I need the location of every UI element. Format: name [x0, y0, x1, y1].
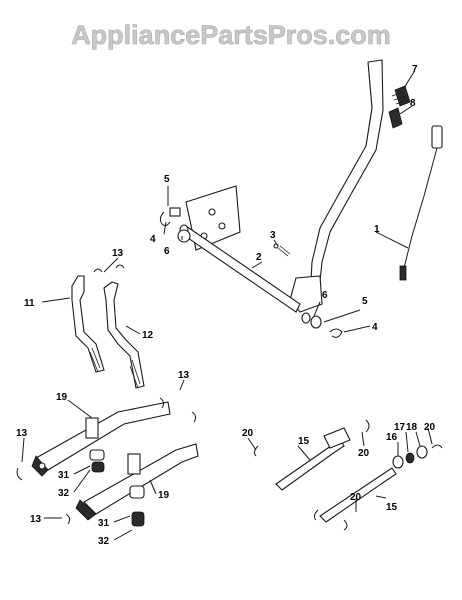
callout-31-upper: 31 [58, 470, 70, 481]
callout-19-lower: 19 [158, 490, 170, 501]
callout-15-upper: 15 [298, 436, 310, 447]
link-rod-lower-part-15 [313, 467, 397, 531]
watermark: AppliancePartsPros.com [71, 20, 391, 50]
callout-18: 18 [406, 422, 418, 433]
callout-3: 3 [270, 230, 276, 241]
callout-20-right: 20 [424, 422, 436, 433]
bushings-31-32 [89, 449, 145, 527]
callout-8: 8 [410, 98, 416, 109]
callout-17: 17 [394, 422, 406, 433]
callout-5-right: 5 [362, 296, 368, 307]
callout-4-right: 4 [372, 322, 378, 333]
lift-link-part-12 [103, 281, 145, 389]
spring-part-8 [388, 107, 403, 129]
callout-labels: 1 2 3 4 4 5 5 6 6 7 8 11 12 13 13 13 13 … [16, 64, 436, 547]
hardware-right [301, 312, 343, 338]
callout-12: 12 [142, 330, 154, 341]
callout-13-top: 13 [112, 248, 124, 259]
hardware-16-18 [392, 444, 443, 469]
leader-lines [21, 71, 433, 541]
link-rod-upper-part-15 [253, 419, 370, 491]
callout-1: 1 [374, 224, 380, 235]
adjustment-rod-part-1 [399, 125, 443, 281]
lift-handle [289, 59, 384, 313]
callout-20-mid: 20 [358, 448, 370, 459]
callout-6-right: 6 [322, 290, 328, 301]
hardware-left-top [159, 207, 191, 243]
callout-20-lower: 20 [350, 492, 362, 503]
callout-11: 11 [24, 298, 35, 309]
mounting-bracket [185, 185, 241, 251]
callout-6-left: 6 [164, 246, 170, 257]
spring-part-7 [391, 85, 411, 107]
callout-13-left: 13 [16, 428, 28, 439]
cotter-pins-lower [16, 397, 197, 525]
callout-13-bottom: 13 [30, 514, 42, 525]
callout-5-left: 5 [164, 174, 170, 185]
callout-7: 7 [412, 64, 418, 75]
callout-32-lower: 32 [98, 536, 110, 547]
callout-20-left: 20 [242, 428, 254, 439]
lift-arm-upper-part-19 [31, 401, 171, 477]
callout-31-lower: 31 [98, 518, 110, 529]
callout-32-upper: 32 [58, 488, 70, 499]
lift-shaft-part-2 [179, 224, 301, 313]
pin-part-3 [273, 243, 291, 257]
lift-link-part-11 [71, 275, 105, 373]
cotter-pins-top [93, 264, 125, 273]
callout-19-upper: 19 [56, 392, 68, 403]
callout-15-lower: 15 [386, 502, 398, 513]
callout-2: 2 [256, 252, 262, 263]
callout-13-mid: 13 [178, 370, 190, 381]
lift-arm-lower-part-19 [75, 443, 199, 521]
callout-4-left: 4 [150, 234, 156, 245]
callout-16: 16 [386, 432, 398, 443]
